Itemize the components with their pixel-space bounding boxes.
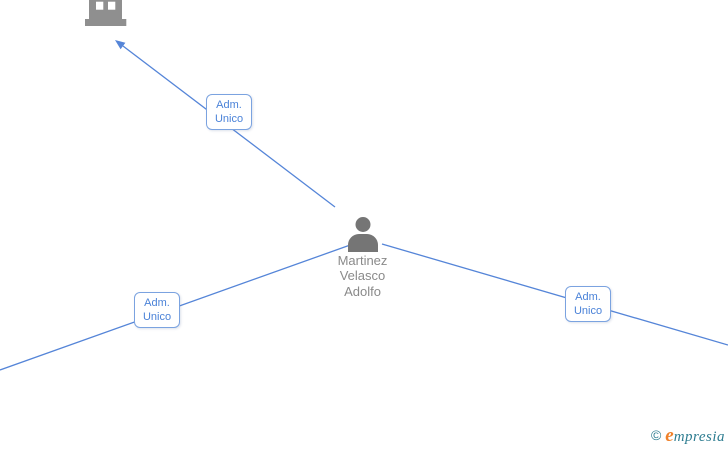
copyright-icon: © <box>650 427 662 443</box>
person-name-line: Velasco <box>339 268 386 284</box>
person-icon[interactable] <box>348 217 378 252</box>
edge-label-line: Unico <box>573 305 603 317</box>
edge-label-line: Adm. <box>216 99 242 111</box>
empresia-logo-text: mpresia <box>673 429 725 445</box>
edge-label-line: Adm. <box>575 291 601 303</box>
edge-right[interactable] <box>381 243 728 346</box>
edge-label-adm-unico-left[interactable]: Adm. Unico <box>134 292 180 328</box>
person-node-name[interactable]: Martinez Velasco Adolfo <box>302 253 423 299</box>
edge-label-line: Adm. <box>144 297 170 309</box>
edge-label-adm-unico-right[interactable]: Adm. Unico <box>565 286 611 322</box>
building-icon[interactable] <box>85 0 127 26</box>
edge-label-adm-unico-top[interactable]: Adm. Unico <box>206 94 252 130</box>
edge-arrowhead-icon <box>115 40 126 50</box>
edge-label-line: Unico <box>142 311 172 323</box>
edge-label-line: Unico <box>214 113 244 125</box>
person-name-line: Adolfo <box>344 283 381 299</box>
person-name-line: Martinez <box>337 253 388 268</box>
empresia-logo-initial: e <box>665 425 674 446</box>
empresia-watermark: © empresia <box>651 425 725 447</box>
